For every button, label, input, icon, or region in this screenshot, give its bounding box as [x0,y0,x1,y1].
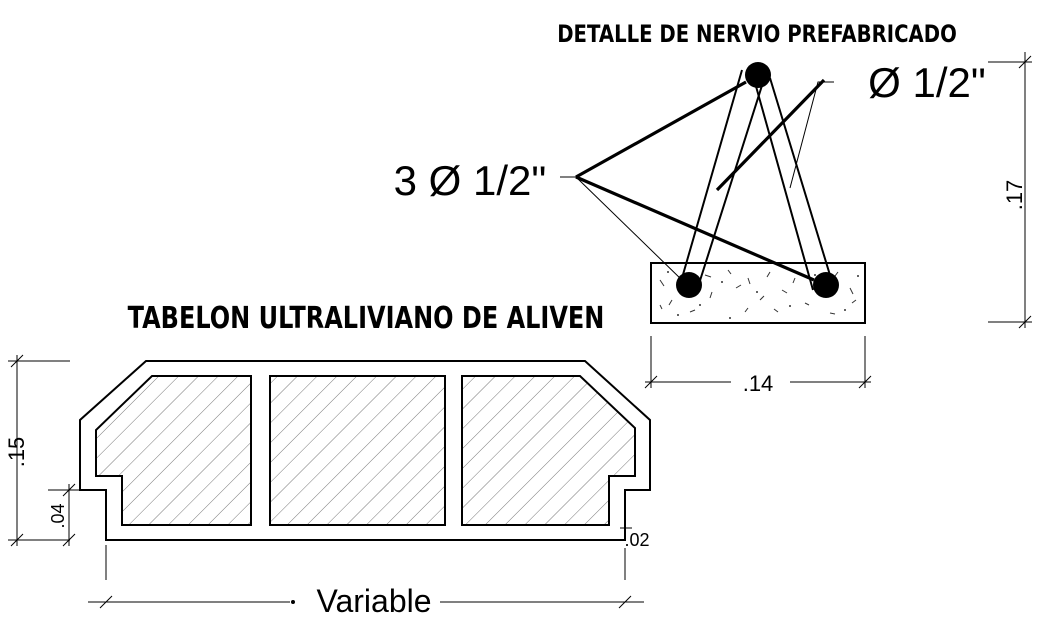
bottom-bars-leader [560,80,815,283]
bottom-bars-callout: 3 Ø 1/2" [394,157,547,204]
top-bar-callout: Ø 1/2" [868,59,986,106]
bottom-rebar-left [676,272,702,298]
rib-width-dimension [644,336,872,389]
block-height-label: .15 [4,437,29,468]
block-length-dimension [88,545,644,609]
rib-height-dimension [988,52,1032,329]
block-cells [95,375,636,526]
block-step-label: .04 [48,503,68,528]
bottom-rebar-right [813,272,839,298]
top-bar-leader [715,78,834,192]
block-lip-label: .02 [624,530,649,550]
top-rebar [745,62,771,88]
block-length-label: Variable [316,583,431,619]
rib-height-label: .17 [1002,180,1027,211]
truss-bars [679,69,834,291]
block-title: TABELON ULTRALIVIANO DE ALIVEN [128,301,605,335]
block-height-dimension [8,354,70,547]
rib-width-label: .14 [743,371,774,396]
rib-detail-title: DETALLE DE NERVIO PREFABRICADO [557,21,957,48]
block-step-dimension [48,483,100,547]
block-outline [79,360,651,541]
